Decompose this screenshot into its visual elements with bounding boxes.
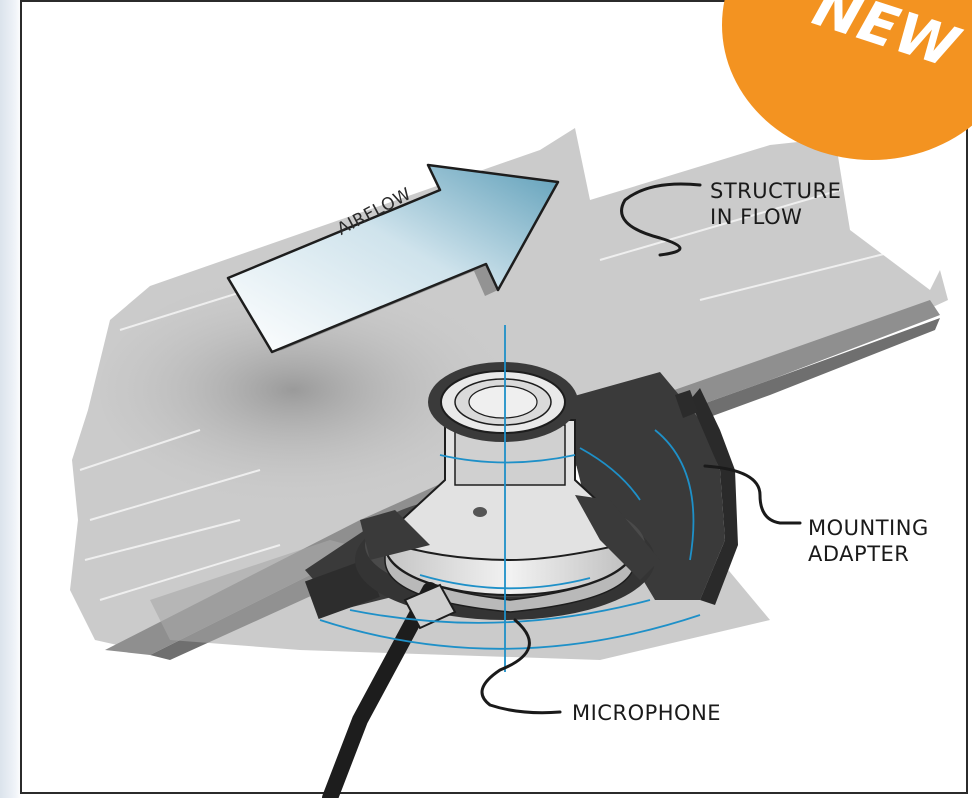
mounting-label-line2: ADAPTER bbox=[808, 542, 910, 566]
new-badge-text: NEW bbox=[805, 0, 966, 82]
guide-lines bbox=[319, 325, 701, 672]
microphone-label: MICROPHONE bbox=[572, 701, 722, 725]
mounting-adapter-label: MOUNTING ADAPTER bbox=[808, 515, 929, 567]
airflow-arrow bbox=[226, 163, 560, 354]
microphone bbox=[360, 362, 660, 613]
mounting-label-line1: MOUNTING bbox=[808, 516, 929, 540]
structure-label-line1: STRUCTURE bbox=[710, 179, 842, 203]
leader-lines bbox=[480, 182, 802, 715]
structure-label-line2: IN FLOW bbox=[710, 205, 803, 229]
microphone-cable bbox=[322, 582, 457, 798]
structure-in-flow-label: STRUCTURE IN FLOW bbox=[710, 178, 841, 230]
